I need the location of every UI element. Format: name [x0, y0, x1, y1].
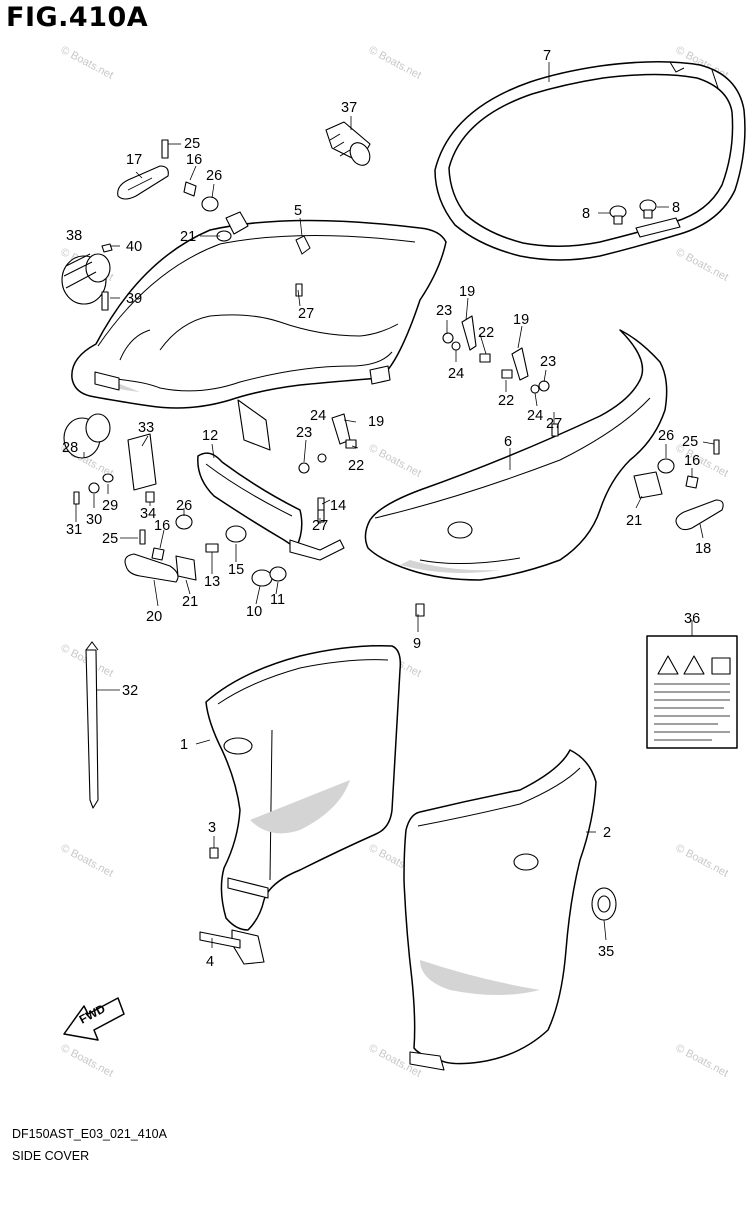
- part-1-left-panel: [205, 644, 402, 965]
- callout-23: 23: [540, 354, 556, 370]
- callout-14: 14: [330, 498, 346, 514]
- figure-name: SIDE COVER: [12, 1149, 90, 1163]
- callout-24: 24: [310, 408, 326, 424]
- callout-27: 27: [298, 306, 314, 322]
- callout-25: 25: [102, 531, 118, 547]
- callout-19: 19: [513, 312, 529, 328]
- watermark: © Boats.net: [674, 246, 731, 284]
- part-37-grommet: [325, 121, 371, 166]
- watermark: © Boats.net: [59, 44, 116, 82]
- part-6-lower-cover: [364, 329, 668, 581]
- callout-24: 24: [448, 366, 464, 382]
- callout-19: 19: [368, 414, 384, 430]
- part-12-bracket: [197, 452, 345, 561]
- callout-26: 26: [206, 168, 222, 184]
- callout-9: 9: [413, 636, 421, 652]
- callout-31: 31: [66, 522, 82, 538]
- callout-29: 29: [102, 498, 118, 514]
- callout-21: 21: [626, 513, 642, 529]
- part-3-4-bolts: [199, 847, 241, 949]
- callout-17: 17: [126, 152, 142, 168]
- callout-26: 26: [658, 428, 674, 444]
- callout-23: 23: [296, 425, 312, 441]
- callout-35: 35: [598, 944, 614, 960]
- watermark: © Boats.net: [674, 842, 731, 880]
- callout-16: 16: [684, 453, 700, 469]
- callout-38: 38: [66, 228, 82, 244]
- callout-4: 4: [206, 954, 214, 970]
- callout-24: 24: [527, 408, 543, 424]
- callout-18: 18: [695, 541, 711, 557]
- callout-30: 30: [86, 512, 102, 528]
- callout-32: 32: [122, 683, 138, 699]
- callout-22: 22: [478, 325, 494, 341]
- part-35-grommet: [591, 887, 617, 921]
- fwd-arrow-icon: FWD: [63, 997, 125, 1041]
- part-8-pins: [598, 199, 669, 225]
- watermark: © Boats.net: [367, 442, 424, 480]
- small-parts-right: [633, 439, 724, 531]
- callout-8: 8: [582, 206, 590, 222]
- callout-5: 5: [294, 203, 302, 219]
- callout-13: 13: [204, 574, 220, 590]
- callout-19: 19: [459, 284, 475, 300]
- callout-15: 15: [228, 562, 244, 578]
- callout-28: 28: [62, 440, 78, 456]
- callout-33: 33: [138, 420, 154, 436]
- watermark: © Boats.net: [674, 1042, 731, 1080]
- callout-10: 10: [246, 604, 262, 620]
- callout-21: 21: [182, 594, 198, 610]
- callout-20: 20: [146, 609, 162, 625]
- part-5-upper-cover: [71, 219, 447, 451]
- watermark: © Boats.net: [59, 842, 116, 880]
- callout-11: 11: [270, 592, 285, 608]
- callout-23: 23: [436, 303, 452, 319]
- callout-16: 16: [154, 518, 170, 534]
- callout-3: 3: [208, 820, 216, 836]
- callout-22: 22: [348, 458, 364, 474]
- callout-34: 34: [140, 506, 156, 522]
- callout-40: 40: [126, 239, 142, 255]
- part-32-tie: [85, 641, 99, 809]
- callout-7: 7: [543, 48, 551, 64]
- figure-code: DF150AST_E03_021_410A: [12, 1127, 167, 1141]
- callout-27: 27: [312, 518, 328, 534]
- watermark: © Boats.net: [367, 44, 424, 82]
- part-2-right-panel: [403, 749, 597, 1071]
- callout-39: 39: [126, 291, 142, 307]
- callout-36: 36: [684, 611, 700, 627]
- figure-title: FIG.410A: [6, 2, 149, 33]
- callout-6: 6: [504, 434, 512, 450]
- callout-27: 27: [546, 416, 562, 432]
- callout-2: 2: [603, 825, 611, 841]
- callout-22: 22: [498, 393, 514, 409]
- callout-25: 25: [682, 434, 698, 450]
- callout-1: 1: [180, 737, 188, 753]
- callout-37: 37: [341, 100, 357, 116]
- callout-8: 8: [672, 200, 680, 216]
- part-36-label: [646, 635, 738, 749]
- small-parts-upper-left: [61, 139, 249, 311]
- part-7-seal: [434, 60, 746, 261]
- watermark: © Boats.net: [59, 1042, 116, 1080]
- callout-21: 21: [180, 229, 196, 245]
- callout-26: 26: [176, 498, 192, 514]
- callout-16: 16: [186, 152, 202, 168]
- callout-25: 25: [184, 136, 200, 152]
- leader-lines: [75, 62, 715, 948]
- small-parts-mid-left: [63, 413, 197, 583]
- callout-numbers: 7 8 8 37 25 17 16 26 5 21 38 40 39 27 19…: [62, 48, 711, 970]
- small-parts-center: [205, 283, 559, 617]
- callout-12: 12: [202, 428, 218, 444]
